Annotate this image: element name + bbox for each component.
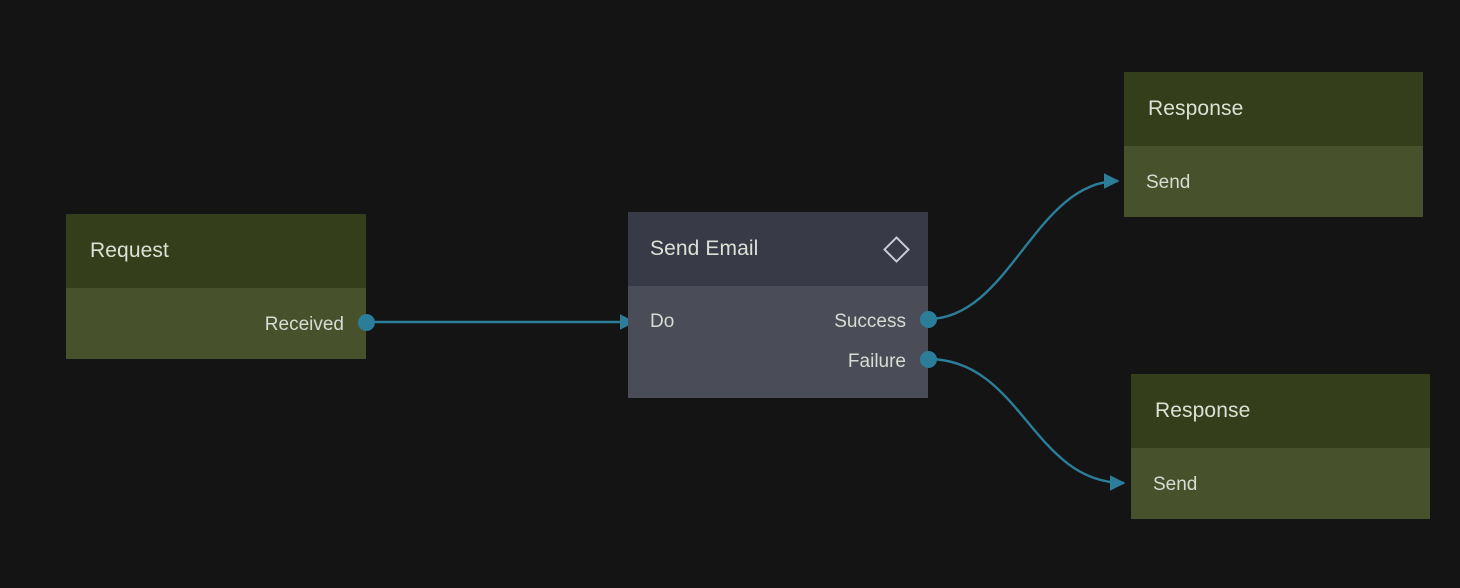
port-send-email-do-label: Do xyxy=(650,311,675,332)
edge-failure-to-response xyxy=(927,357,1126,491)
node-send-email-header[interactable]: Send Email xyxy=(628,212,928,286)
port-send-email-success-label: Success xyxy=(834,311,906,332)
node-response-failure-title: Response xyxy=(1155,399,1251,422)
node-request[interactable]: Request Received xyxy=(66,214,375,359)
port-dot-request-received[interactable] xyxy=(357,313,375,331)
port-dot-send-email-failure[interactable] xyxy=(919,350,937,368)
node-send-email[interactable]: Send Email Do Success Failure xyxy=(628,212,937,398)
node-send-email-body: Do Success Failure xyxy=(628,286,928,398)
node-send-email-title: Send Email xyxy=(650,237,759,260)
edge-success-to-response xyxy=(927,173,1120,321)
node-request-title: Request xyxy=(90,239,169,262)
node-request-body: Received xyxy=(66,288,366,359)
port-send-email-failure-label: Failure xyxy=(847,351,906,372)
port-response-failure-send[interactable]: Send xyxy=(1153,475,1197,494)
port-response-success-send-label: Send xyxy=(1146,172,1191,193)
node-response-success-body: Send xyxy=(1124,146,1423,217)
port-request-received-label: Received xyxy=(264,314,344,335)
node-request-header[interactable]: Request xyxy=(66,214,366,288)
port-response-failure-send-label: Send xyxy=(1153,474,1198,495)
port-send-email-do[interactable]: Do xyxy=(650,312,674,331)
node-response-success-header[interactable]: Response xyxy=(1124,72,1423,146)
port-request-received[interactable]: Received xyxy=(265,315,344,334)
port-dot-send-email-success[interactable] xyxy=(919,310,937,328)
node-response-failure[interactable]: Response Send xyxy=(1131,374,1430,519)
node-response-success-title: Response xyxy=(1148,97,1244,120)
port-response-success-send[interactable]: Send xyxy=(1146,173,1190,192)
node-response-success[interactable]: Response Send xyxy=(1124,72,1423,217)
diamond-icon xyxy=(883,235,910,263)
port-send-email-failure[interactable]: Failure xyxy=(848,352,906,371)
node-response-failure-body: Send xyxy=(1131,448,1430,519)
node-response-failure-header[interactable]: Response xyxy=(1131,374,1430,448)
port-send-email-success[interactable]: Success xyxy=(834,312,906,331)
